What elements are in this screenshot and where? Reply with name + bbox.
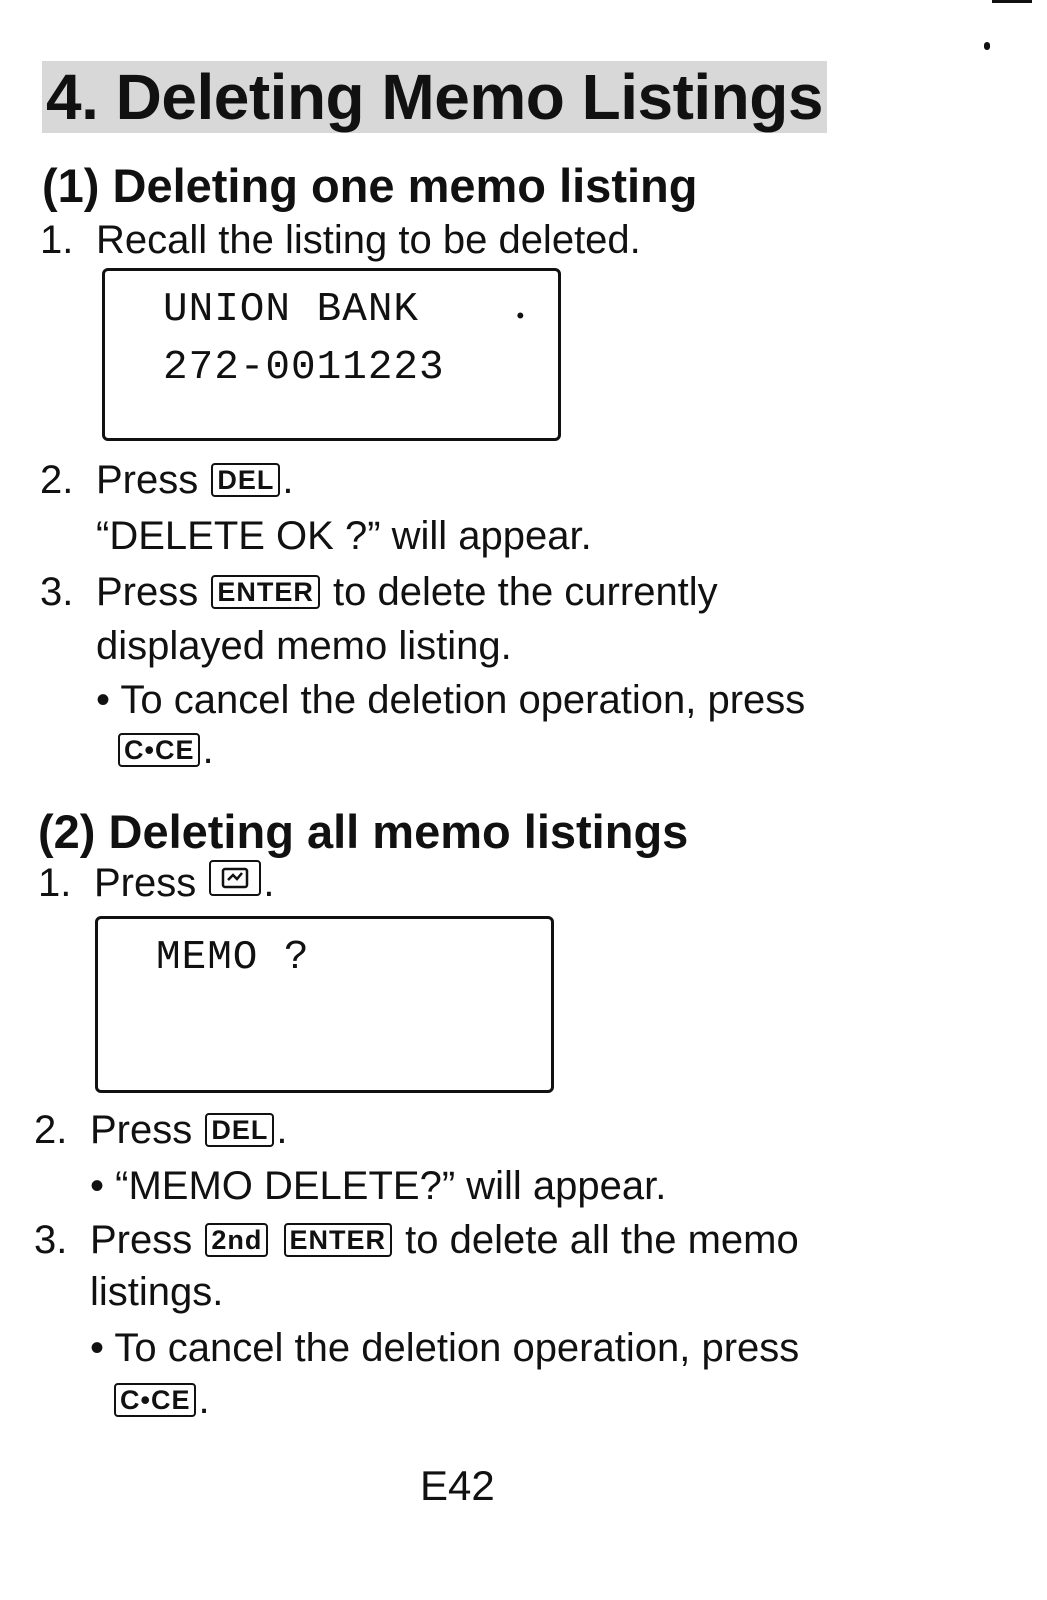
edge-dot xyxy=(984,42,990,50)
2nd-key: 2nd xyxy=(205,1223,269,1257)
punctuation: . xyxy=(198,1378,210,1422)
section1-step2-note: “DELETE OK ?” will appear. xyxy=(96,514,592,558)
step-text: Press xyxy=(90,1218,193,1262)
lcd-display-union-bank: UNION BANK 272-0011223 • xyxy=(102,268,561,441)
del-key: DEL xyxy=(205,1113,275,1147)
step-text: Press xyxy=(96,458,199,502)
section1-step2: 2. Press DEL. xyxy=(40,458,294,503)
section-heading-delete-one: (1) Deleting one memo listing xyxy=(42,159,698,212)
step-number: 2. xyxy=(40,458,74,502)
punctuation: . xyxy=(202,728,214,772)
section2-step3-cont: listings. xyxy=(90,1270,224,1314)
step-text-cont: to delete the currently xyxy=(333,570,718,614)
section2-step3: 3. Press 2nd ENTER to delete all the memo xyxy=(34,1218,799,1263)
page-number: E42 xyxy=(420,1462,495,1509)
enter-key: ENTER xyxy=(211,575,320,609)
step-text: Press xyxy=(90,1108,193,1152)
step-text: Recall the listing to be deleted. xyxy=(96,218,641,262)
c-ce-key: C•CE xyxy=(114,1383,197,1417)
display-indicator-icon: • xyxy=(513,305,528,330)
step-number: 1. xyxy=(40,218,74,262)
edge-line xyxy=(992,0,1032,3)
step-number: 2. xyxy=(34,1108,68,1152)
punctuation: . xyxy=(263,861,275,905)
section1-step1: 1. Recall the listing to be deleted. xyxy=(40,218,641,263)
section2-cancel-note: • To cancel the deletion operation, pres… xyxy=(90,1326,800,1370)
step-number: 1. xyxy=(38,861,72,905)
section1-cancel-key-line: C•CE. xyxy=(116,728,214,773)
lcd-display-memo: MEMO ? xyxy=(95,916,554,1093)
section1-cancel-note: • To cancel the deletion operation, pres… xyxy=(96,678,806,722)
enter-key: ENTER xyxy=(283,1223,393,1257)
step-number: 3. xyxy=(34,1218,68,1262)
section1-step3: 3. Press ENTER to delete the currently xyxy=(40,570,718,615)
display-line-1: UNION BANK xyxy=(163,287,420,333)
punctuation: . xyxy=(282,458,294,502)
page-title: 4. Deleting Memo Listings xyxy=(42,60,827,134)
step-text: Press xyxy=(94,861,197,905)
section2-cancel-key-line: C•CE. xyxy=(112,1378,210,1423)
step-text: Press xyxy=(96,570,199,614)
section2-step1: 1. Press . xyxy=(38,860,275,906)
step-text-cont: to delete all the memo xyxy=(405,1218,799,1262)
del-key: DEL xyxy=(211,463,281,497)
section-heading-delete-all: (2) Deleting all memo listings xyxy=(38,805,689,858)
display-line-2: 272-0011223 xyxy=(163,345,445,391)
c-ce-key: C•CE xyxy=(118,733,201,767)
display-line-1: MEMO ? xyxy=(156,935,310,981)
step-number: 3. xyxy=(40,570,74,614)
punctuation: . xyxy=(276,1108,288,1152)
section2-step2: 2. Press DEL. xyxy=(34,1108,288,1153)
memo-key-icon xyxy=(209,860,262,896)
section2-step2-note: • “MEMO DELETE?” will appear. xyxy=(90,1164,667,1208)
section1-step3-cont: displayed memo listing. xyxy=(96,624,512,668)
